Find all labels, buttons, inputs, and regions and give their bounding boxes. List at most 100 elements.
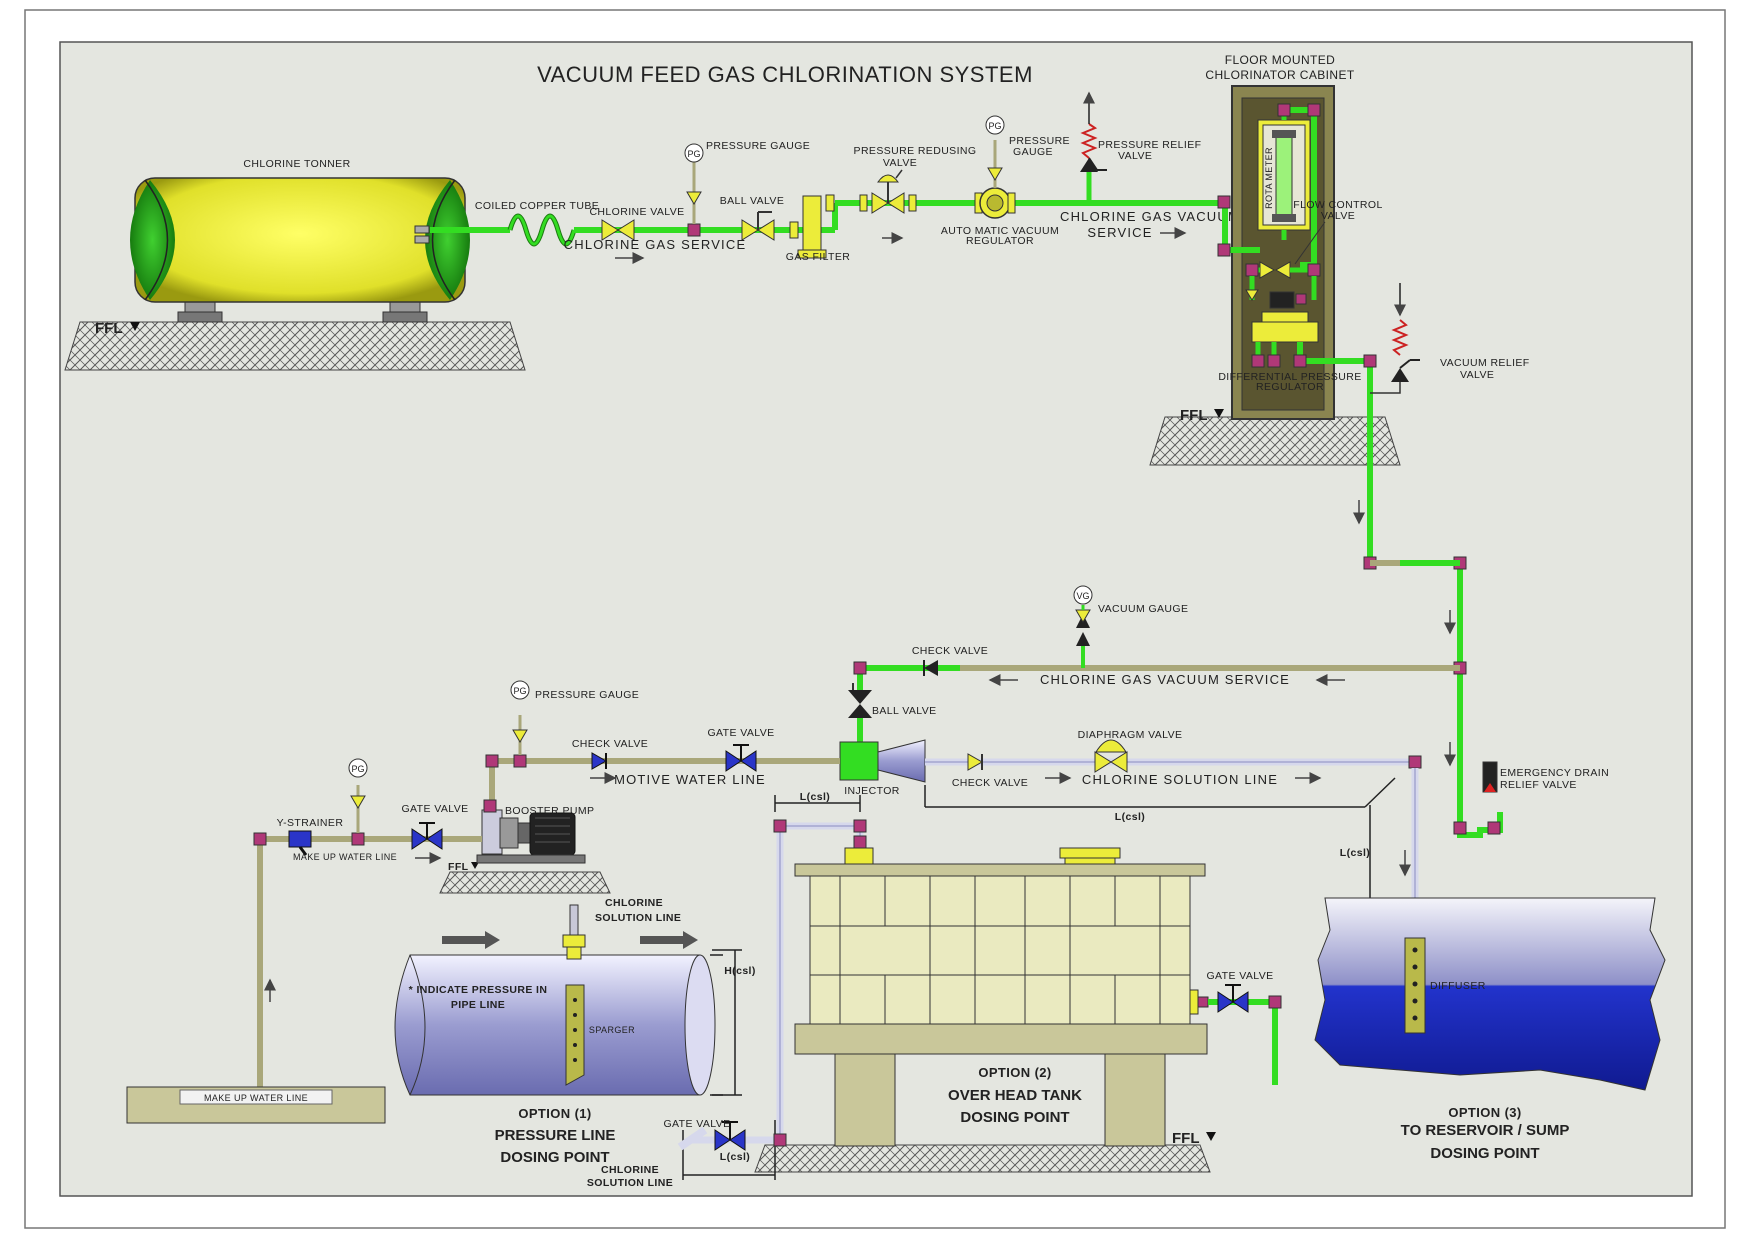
- check-valve-vacuum-label: CHECK VALVE: [912, 645, 988, 657]
- coiled-copper-tube-label: COILED COPPER TUBE: [475, 200, 599, 212]
- emergency-drain-relief-valve[interactable]: [1482, 761, 1498, 793]
- pressure-reducing-valve[interactable]: [859, 169, 917, 214]
- pg-label: PG: [513, 686, 526, 696]
- sparger-label: SPARGER: [589, 1025, 635, 1035]
- diaphragm-valve-icon: [1094, 751, 1128, 773]
- ffl-label-pump: FFL: [448, 861, 469, 873]
- make-up-water-line-label: MAKE UP WATER LINE: [293, 852, 397, 862]
- pg-label: PG: [351, 764, 364, 774]
- option1-solution-label-2: SOLUTION LINE: [595, 912, 681, 924]
- ffl-label-tonner: FFL: [95, 320, 123, 337]
- vacuum-line-down: [1360, 354, 1503, 838]
- sparger-icon: [565, 984, 585, 1086]
- lcsl-label-3: L(csl): [800, 791, 830, 803]
- ground-pad-tank: [754, 1144, 1211, 1173]
- pressure-relief-valve[interactable]: [1080, 91, 1107, 203]
- vacuum-gauge-icon: [1073, 585, 1093, 605]
- gauge-valve-icon: [350, 795, 366, 809]
- option3-label-1: OPTION (3): [1448, 1105, 1521, 1120]
- rota-meter-icon: [1275, 135, 1293, 217]
- option3-label-2: TO RESERVOIR / SUMP: [1401, 1122, 1570, 1139]
- check-valve-vacuum[interactable]: [923, 660, 938, 676]
- cabinet-title-2: CHLORINATOR CABINET: [1205, 68, 1354, 82]
- dimension-lines: [682, 777, 1396, 1180]
- pressure-gauge-2-label-2: GAUGE: [1013, 146, 1053, 158]
- y-strainer-label: Y-STRAINER: [277, 817, 344, 829]
- pressure-gauge-1[interactable]: PG: [684, 143, 704, 163]
- bottom-solution-label-1: CHLORINE: [601, 1164, 659, 1176]
- make-up-water-line: [253, 785, 482, 1087]
- check-valve-solution-label: CHECK VALVE: [952, 777, 1028, 789]
- elbow-fitting: [1245, 263, 1259, 277]
- pressure-gauge-water[interactable]: PG: [510, 680, 530, 700]
- pressure-gauge-makeup[interactable]: PG: [348, 758, 368, 778]
- bottom-solution-label-2: SOLUTION LINE: [587, 1177, 673, 1189]
- spring-icon: [1080, 123, 1098, 159]
- check-valve-solution[interactable]: [967, 753, 984, 771]
- gate-valve-water[interactable]: [725, 744, 757, 772]
- elbow-fitting: [1277, 103, 1291, 117]
- diagram-title: VACUUM FEED GAS CHLORINATION SYSTEM: [537, 62, 1033, 87]
- ball-valve-label: BALL VALVE: [720, 195, 785, 207]
- ffl-triangle-icon: [1214, 409, 1224, 418]
- vg-label: VG: [1076, 591, 1089, 601]
- automatic-vacuum-regulator: [974, 140, 1016, 219]
- vacuum-relief-valve[interactable]: [1370, 283, 1420, 394]
- option2-label-1: OPTION (2): [978, 1065, 1051, 1080]
- option1-pressure-pipe: [394, 904, 723, 1096]
- gate-valve-makeup-label: GATE VALVE: [401, 803, 468, 815]
- pressure-reducing-label-2: VALVE: [883, 157, 917, 169]
- relief-valve-icon: [1080, 158, 1098, 172]
- gate-valve-water-label: GATE VALVE: [707, 727, 774, 739]
- elbow-fitting: [1307, 103, 1321, 117]
- reservoir-water: [1314, 897, 1666, 1091]
- tonner-end-right: [425, 180, 470, 300]
- ground-pad-cabinet: [1149, 416, 1401, 466]
- option1-label-3: DOSING POINT: [500, 1149, 609, 1166]
- lcsl-label-4: L(csl): [720, 1151, 750, 1163]
- tank-column-left: [834, 1053, 896, 1147]
- gate-valve-option2[interactable]: [1217, 984, 1249, 1013]
- y-strainer-icon: [288, 830, 312, 848]
- injector-icon: [839, 741, 879, 781]
- booster-pump-label: BOOSTER PUMP: [505, 805, 594, 817]
- gas-filter-label: GAS FILTER: [786, 251, 850, 263]
- pressure-gauge-1-label: PRESSURE GAUGE: [706, 140, 810, 152]
- ffl-triangle-icon: [471, 862, 479, 869]
- motive-water-line-label: MOTIVE WATER LINE: [614, 772, 766, 787]
- ground-pad-pump: [439, 871, 611, 894]
- diaphragm-valve[interactable]: [1094, 739, 1128, 773]
- vacuum-gauge[interactable]: VG: [1073, 585, 1093, 646]
- tonner-valve-lower: [414, 235, 430, 244]
- gauge-valve-icon: [686, 191, 702, 205]
- ffl-markers: FFL FFL FFL FFL: [95, 320, 1224, 1147]
- option1-flow-arrows: [442, 931, 698, 949]
- option2-label-2: OVER HEAD TANK: [948, 1087, 1082, 1104]
- booster-pump[interactable]: [476, 799, 586, 864]
- pressure-relief-label-2: VALVE: [1118, 150, 1152, 162]
- option3-label-3: DOSING POINT: [1430, 1145, 1539, 1162]
- gate-valve-option1[interactable]: [714, 1121, 746, 1151]
- check-valve-water-label: CHECK VALVE: [572, 738, 648, 750]
- check-valve-water[interactable]: [591, 752, 608, 770]
- check-valve-icon: [967, 753, 984, 771]
- chlorine-valve[interactable]: [601, 219, 635, 241]
- differential-pressure-regulator-icon: [1251, 321, 1319, 343]
- vacuum-service-label-1: CHLORINE GAS VACUUM: [1060, 209, 1240, 224]
- pressure-gauge-2[interactable]: PG: [985, 115, 1005, 135]
- pressure-gauge-icon: [684, 143, 704, 163]
- tank-column-right: [1104, 1053, 1166, 1147]
- chlorine-valve-label: CHLORINE VALVE: [589, 206, 684, 218]
- ffl-triangle-icon: [1206, 1132, 1216, 1141]
- chlorine-tonner: CHLORINE TONNER: [130, 158, 470, 323]
- tank-slab: [794, 1023, 1208, 1055]
- spring-icon: [1391, 319, 1409, 356]
- ball-valve-injector[interactable]: [848, 683, 872, 742]
- lcsl-label-2: L(csl): [1340, 847, 1370, 859]
- ffl-label-cabinet: FFL: [1180, 407, 1208, 424]
- gas-filter: [789, 194, 835, 259]
- vacuum-service-label-2: SERVICE: [1087, 225, 1152, 240]
- ball-valve-gas[interactable]: [741, 211, 775, 241]
- elbow-fitting: [1307, 263, 1321, 277]
